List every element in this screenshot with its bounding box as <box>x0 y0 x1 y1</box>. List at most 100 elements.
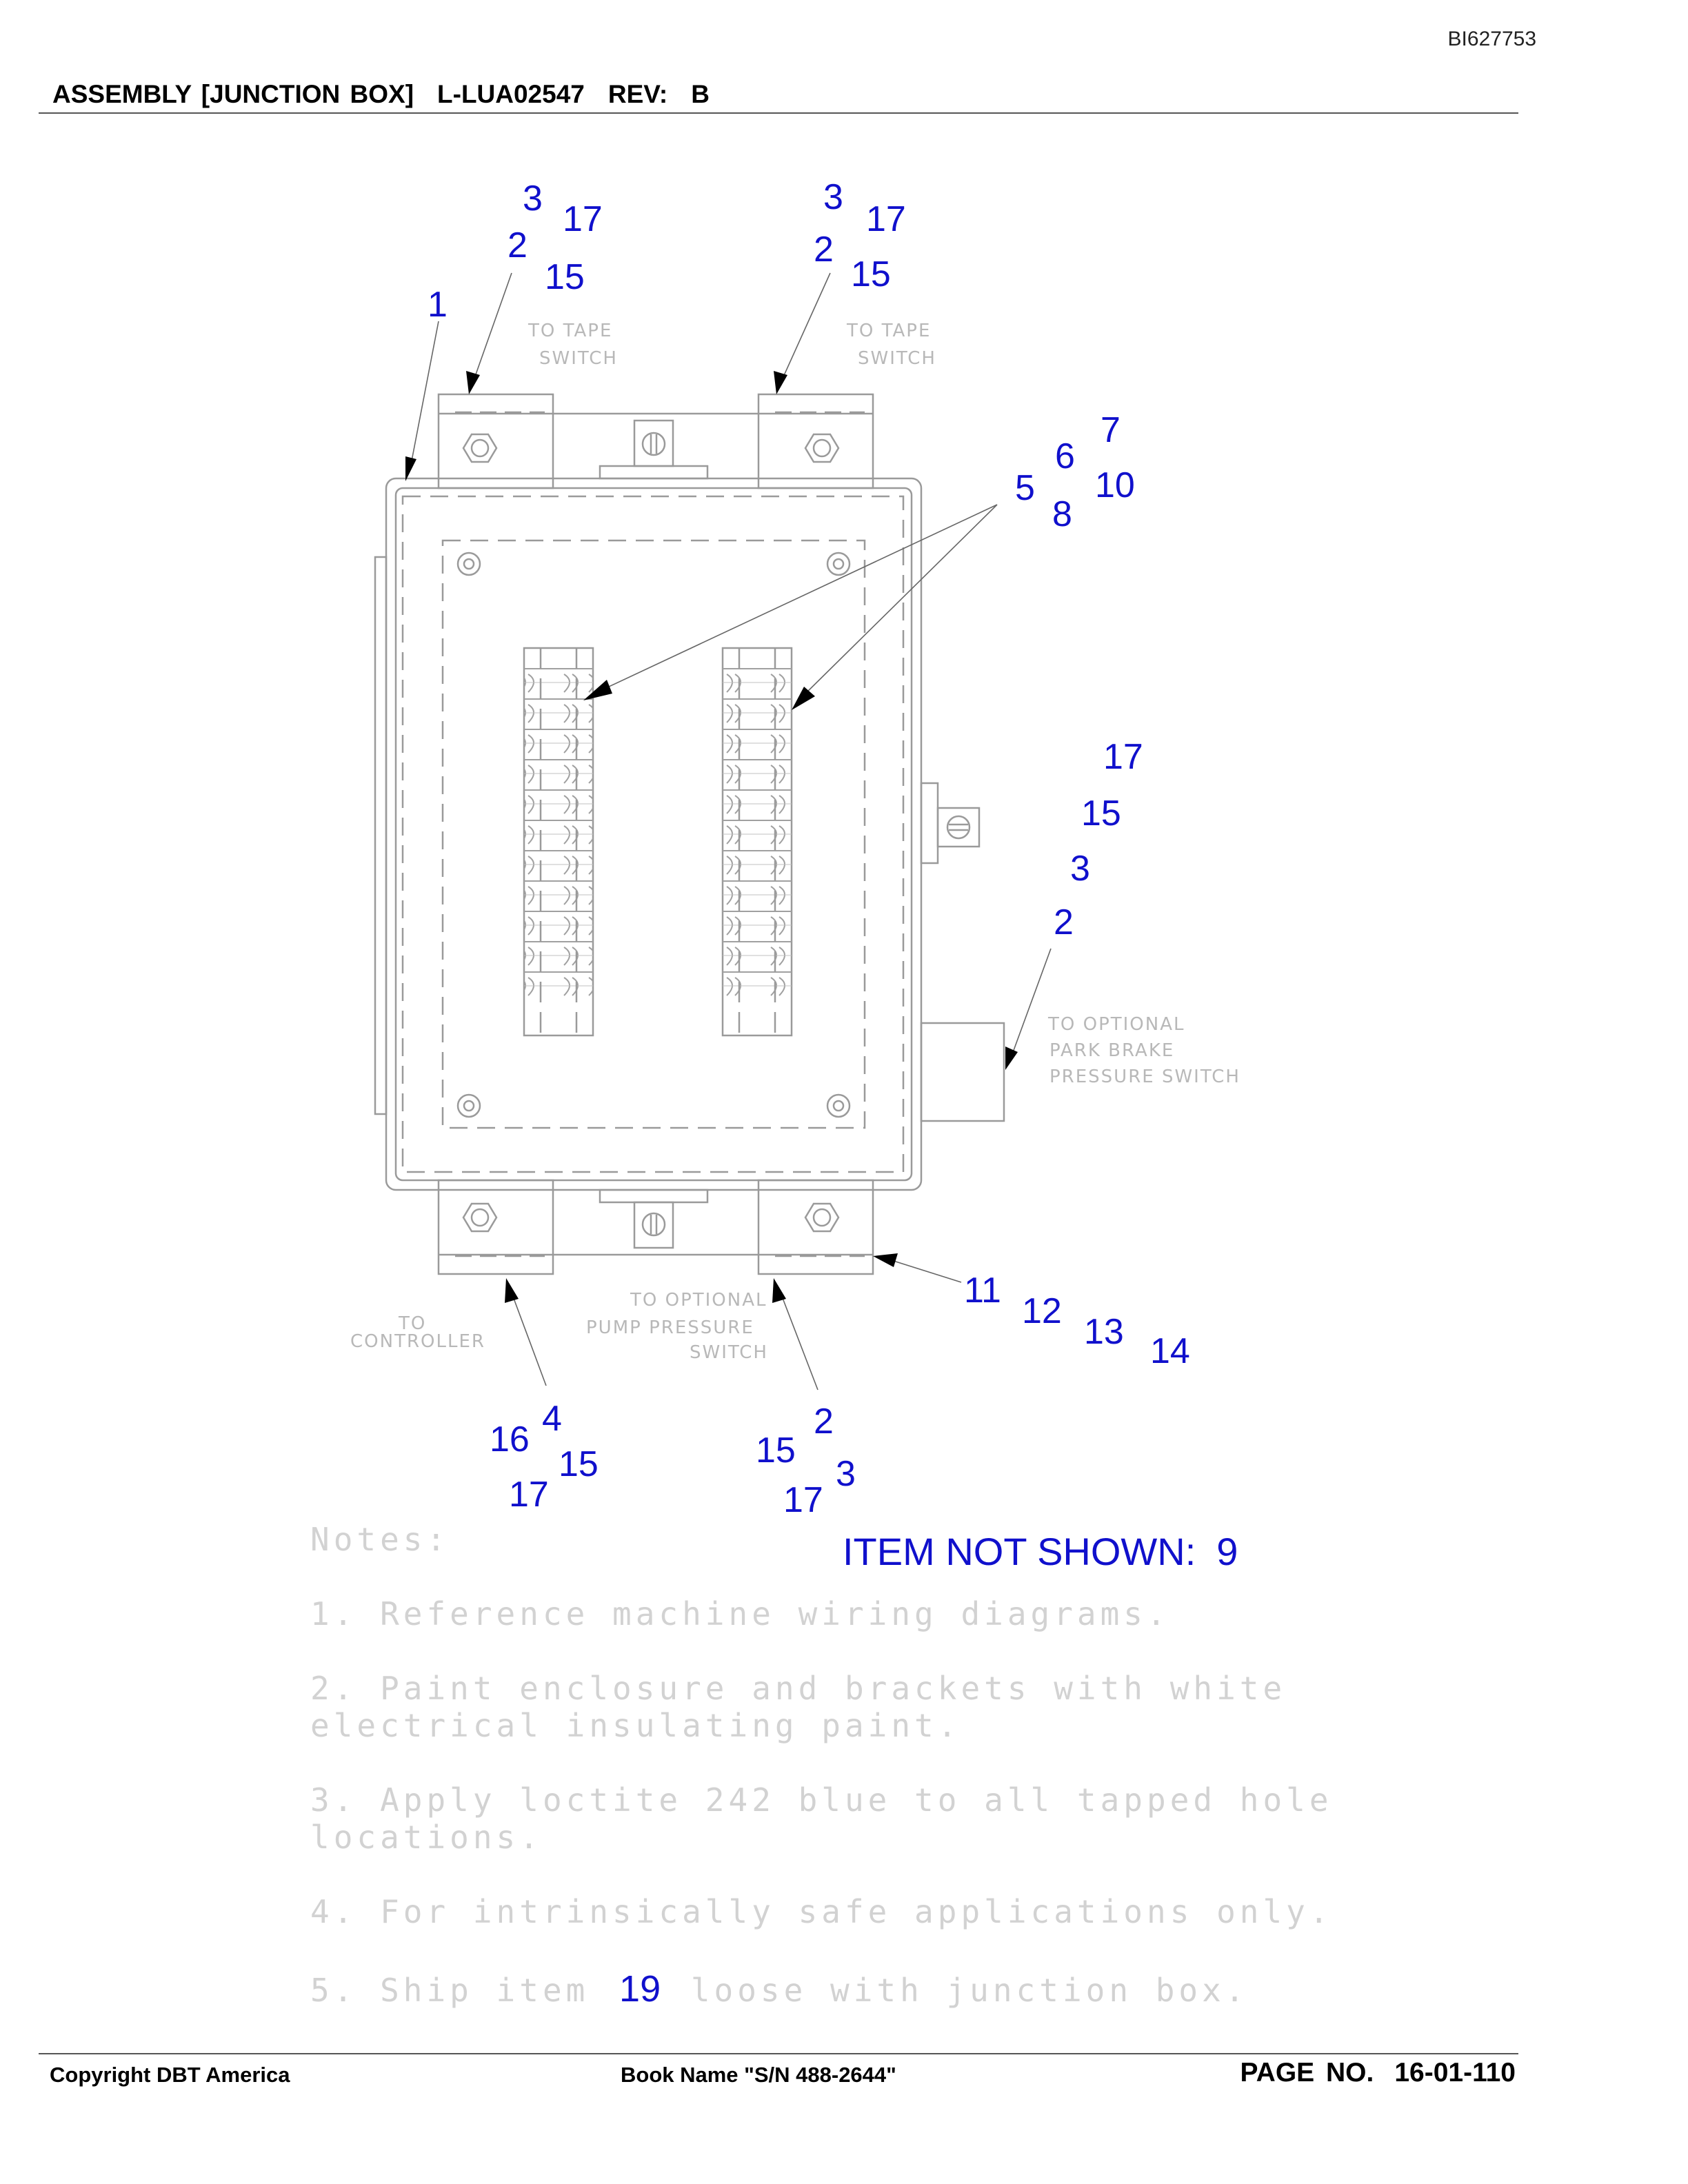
callout-item: 16 <box>490 1419 530 1459</box>
page-number-label: PAGE NO. <box>1240 2058 1374 2087</box>
item-not-shown-value: 9 <box>1216 1530 1238 1573</box>
side-latch <box>936 807 981 848</box>
bracket-top-right <box>757 393 874 489</box>
latch-plate <box>599 1189 709 1204</box>
callout-item: 17 <box>563 199 603 239</box>
hex-nut <box>804 1202 840 1233</box>
callout-item: 3 <box>823 177 843 217</box>
title-part-number: L-LUA02547 <box>437 80 585 108</box>
note-2: 2. Paint enclosure and brackets with whi… <box>310 1670 1287 1707</box>
bottom-latch <box>633 1201 674 1249</box>
terminal-strip-right-rows <box>723 667 792 1001</box>
hex-nut-bore <box>812 1208 832 1227</box>
label-tape-switch-right: TO TAPE <box>846 321 931 341</box>
panel-screw <box>456 552 481 576</box>
note-5-text-end: loose with junction box. <box>690 1972 1249 2009</box>
latch-screw <box>641 1212 666 1237</box>
callout-item: 2 <box>814 230 834 270</box>
footer-page-number: PAGE NO.16-01-110 <box>1240 2058 1516 2088</box>
label-pump-1: TO OPTIONAL <box>630 1290 767 1311</box>
label-tape-switch-right-2: SWITCH <box>858 348 936 369</box>
callout-item: 15 <box>1081 793 1121 833</box>
note-5-text: 5. Ship item <box>310 1972 590 2009</box>
arrowhead <box>873 1253 898 1267</box>
side-latch-plate <box>920 782 939 865</box>
panel-screw-center <box>463 1100 475 1112</box>
leader-line <box>778 272 831 387</box>
title-rev-value: B <box>691 80 710 108</box>
inner-panel <box>441 539 866 1129</box>
callout-item: 3 <box>836 1454 856 1494</box>
item-not-shown-label: ITEM NOT SHOWN: <box>843 1530 1196 1573</box>
top-latch <box>633 419 674 467</box>
bracket-bottom-left <box>437 1179 554 1275</box>
callout-item: 7 <box>1101 410 1121 450</box>
panel-screw <box>826 552 851 576</box>
callout-item: 8 <box>1052 494 1072 534</box>
leader-line <box>471 272 512 387</box>
label-controller-1: TO <box>398 1313 426 1334</box>
leader-line <box>778 1288 818 1391</box>
note-4: 4. For intrinsically safe applications o… <box>310 1893 1333 1930</box>
leader-line <box>1009 948 1052 1062</box>
callout-item: 2 <box>508 225 528 265</box>
callout-item: 17 <box>866 199 906 239</box>
hinge-strip <box>374 556 388 1115</box>
label-pump-3: SWITCH <box>690 1342 768 1363</box>
panel-screw-center <box>463 558 475 570</box>
panel-screw <box>826 1093 851 1118</box>
callout-item: 15 <box>851 254 891 294</box>
callout-item: 4 <box>542 1399 562 1439</box>
note-1: 1. Reference machine wiring diagrams. <box>310 1595 1170 1632</box>
note-3-cont: locations. <box>310 1819 543 1856</box>
arrowhead <box>583 680 612 700</box>
arrowhead <box>1005 1046 1018 1070</box>
callout-item: 10 <box>1095 465 1135 505</box>
callout-item: 17 <box>509 1475 549 1515</box>
arrowhead <box>405 456 416 481</box>
leader-arrowheads <box>405 371 1018 1303</box>
leader-line <box>882 1257 962 1283</box>
enclosure-outer <box>385 477 923 1191</box>
enclosure-linework <box>374 393 1005 1275</box>
label-park-brake-2: PARK BRAKE <box>1049 1040 1174 1061</box>
enclosure-rim <box>394 487 913 1182</box>
title-assembly: ASSEMBLY [JUNCTION BOX] <box>52 80 414 108</box>
label-pump-2: PUMP PRESSURE <box>586 1317 754 1338</box>
callout-item: 15 <box>559 1444 599 1484</box>
note-3: 3. Apply loctite 242 blue to all tapped … <box>310 1781 1333 1819</box>
hex-nut <box>804 433 840 463</box>
callout-item: 1 <box>428 285 448 325</box>
footer-copyright: Copyright DBT America <box>50 2063 290 2087</box>
leader-line <box>409 321 439 472</box>
note-2-cont: electrical insulating paint. <box>310 1707 961 1744</box>
callout-item: 6 <box>1055 436 1075 476</box>
callout-item: 3 <box>523 179 543 219</box>
panel-screw-center <box>832 1100 845 1112</box>
label-tape-switch-left: TO TAPE <box>528 321 612 341</box>
note-5: 5. Ship item 19 loose with junction box. <box>310 1968 1249 2010</box>
callout-item: 17 <box>1103 737 1143 777</box>
hex-nut-bore <box>812 438 832 458</box>
hex-nut <box>462 1202 498 1233</box>
label-tape-switch-left-2: SWITCH <box>539 348 618 369</box>
leader-line <box>799 504 998 700</box>
callout-item: 14 <box>1150 1331 1190 1371</box>
callout-item: 13 <box>1084 1312 1124 1352</box>
callout-item: 15 <box>545 257 585 297</box>
label-controller-2: CONTROLLER <box>350 1331 485 1352</box>
side-latch-screw <box>946 815 971 840</box>
callout-item: 12 <box>1022 1291 1062 1331</box>
callout-item: 3 <box>1070 849 1090 889</box>
callout-item: 15 <box>756 1430 796 1470</box>
leader-line <box>510 1288 547 1386</box>
callout-item: 11 <box>964 1271 1001 1311</box>
bracket-bottom-right <box>757 1179 874 1275</box>
terminal-strip-left-rows <box>524 667 593 1001</box>
label-park-brake-3: PRESSURE SWITCH <box>1049 1066 1240 1087</box>
arrowhead <box>505 1278 519 1303</box>
arrowhead <box>774 371 787 394</box>
leader-line <box>596 504 998 693</box>
arrowhead <box>792 687 815 710</box>
